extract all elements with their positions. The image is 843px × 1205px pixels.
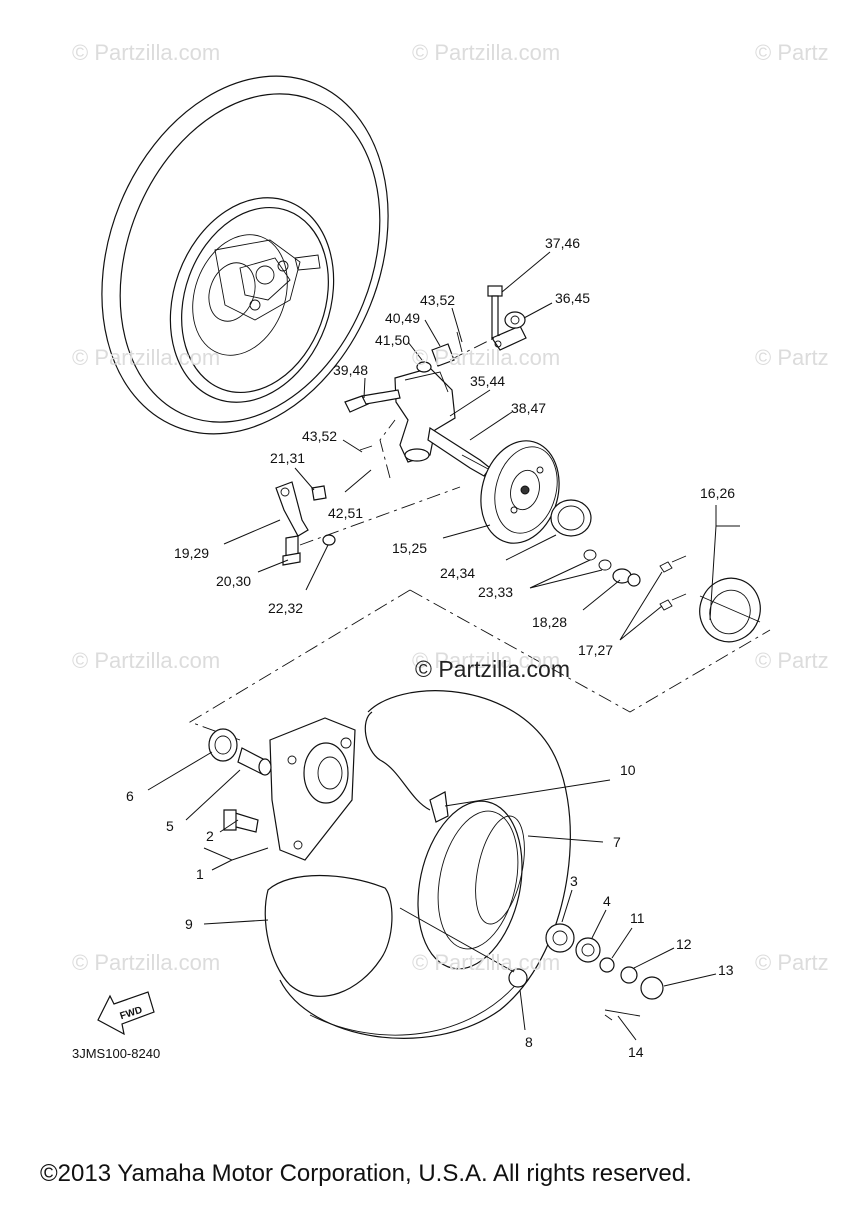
callout-15-25: 15,25 <box>392 540 428 556</box>
callout-21-31: 21,31 <box>270 450 306 466</box>
callout-35-44: 35,44 <box>470 373 506 389</box>
callout-23-33: 23,33 <box>478 584 514 600</box>
callout-9: 9 <box>185 916 193 932</box>
lower-wheel-assembly <box>208 690 664 1039</box>
callout-10: 10 <box>620 762 636 778</box>
diagram-code: 3JMS100-8240 <box>72 1046 161 1061</box>
callout-20-30: 20,30 <box>216 573 252 589</box>
callout-37-46: 37,46 <box>545 235 581 251</box>
callout-19-29: 19,29 <box>174 545 210 561</box>
center-watermark: © Partzilla.com <box>415 656 570 682</box>
watermark: © Partzilla.com <box>412 950 561 975</box>
callout-13: 13 <box>718 962 734 978</box>
callout-12: 12 <box>676 936 692 952</box>
callout-17-27: 17,27 <box>578 642 614 658</box>
callout-22-32: 22,32 <box>268 600 304 616</box>
copyright-notice: ©2013 Yamaha Motor Corporation, U.S.A. A… <box>40 1160 692 1187</box>
watermark: © Partzilla.com <box>72 950 221 975</box>
callout-36-45: 36,45 <box>555 290 591 306</box>
callout-2: 2 <box>206 828 214 844</box>
brake-cam-lever <box>275 481 336 566</box>
watermark: © Partzilla.com <box>412 345 561 370</box>
callout-43-52-bottom: 43,52 <box>302 428 338 444</box>
callout-41-50: 41,50 <box>375 332 411 348</box>
steering-knuckle <box>344 331 491 477</box>
callout-1: 1 <box>196 866 204 882</box>
watermark: © Partzilla.com <box>412 648 561 673</box>
callout-39-48: 39,48 <box>333 362 369 378</box>
brake-shoes <box>583 549 761 643</box>
callout-7: 7 <box>613 834 621 850</box>
watermark: © Partzilla.com <box>72 40 221 65</box>
callout-18-28: 18,28 <box>532 614 568 630</box>
watermark: © Partz <box>755 40 829 65</box>
callout-24-34: 24,34 <box>440 565 476 581</box>
callout-43-52-top: 43,52 <box>420 292 456 308</box>
callout-5: 5 <box>166 818 174 834</box>
callout-16-26: 16,26 <box>700 485 736 501</box>
callout-3: 3 <box>570 873 578 889</box>
brake-panel <box>480 440 592 544</box>
callout-11: 11 <box>630 910 645 926</box>
leader-lines <box>147 251 740 1041</box>
callout-40-49: 40,49 <box>385 310 421 326</box>
callout-38-47: 38,47 <box>511 400 547 416</box>
tie-rod-end-parts <box>487 285 527 351</box>
watermark: © Partzilla.com <box>72 648 221 673</box>
callout-42-51: 42,51 <box>328 505 364 521</box>
callout-6: 6 <box>126 788 134 804</box>
fwd-arrow <box>97 991 155 1036</box>
upper-wheel-assembly <box>101 75 389 435</box>
callout-8: 8 <box>525 1034 533 1050</box>
callout-14: 14 <box>628 1044 644 1060</box>
callout-4: 4 <box>603 893 611 909</box>
watermark: © Partz <box>755 648 829 673</box>
watermark: © Partzilla.com <box>72 345 221 370</box>
watermark: © Partz <box>755 345 829 370</box>
watermark: © Partzilla.com <box>412 40 561 65</box>
watermark: © Partz <box>755 950 829 975</box>
